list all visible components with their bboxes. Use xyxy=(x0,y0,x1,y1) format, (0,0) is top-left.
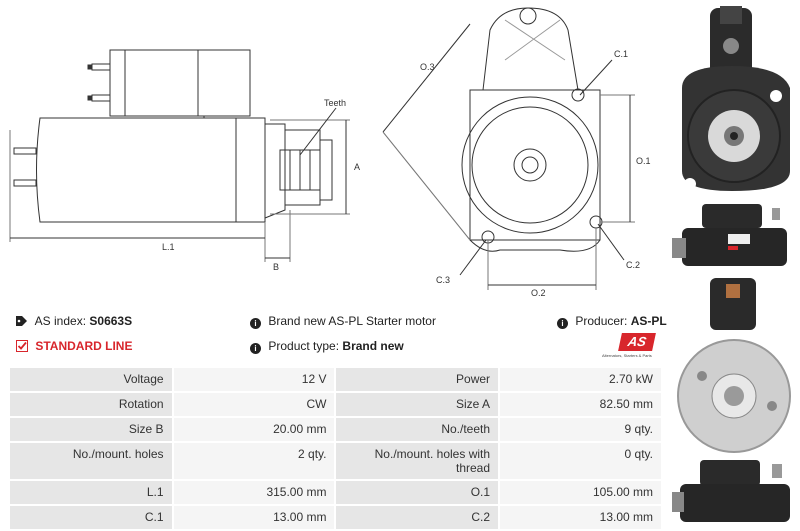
dim-o2-label: O.2 xyxy=(531,288,546,298)
product-type-value: Brand new xyxy=(342,339,404,353)
product-type-label: Product type: xyxy=(268,339,340,353)
spec-label: Power xyxy=(336,368,499,391)
product-photo-top xyxy=(672,460,790,522)
spec-value: 12 V xyxy=(173,368,335,391)
spec-label: No./teeth xyxy=(336,418,499,441)
dim-c3-label: C.3 xyxy=(436,275,450,285)
spec-label: Size B xyxy=(10,418,172,441)
standard-line: STANDARD LINE xyxy=(16,339,132,353)
spec-label: Voltage xyxy=(10,368,172,391)
spec-label: C.1 xyxy=(10,506,172,529)
spec-value: CW xyxy=(173,393,335,416)
spec-value: 9 qty. xyxy=(500,418,661,441)
dim-b-label: B xyxy=(273,262,279,272)
dim-c2-label: C.2 xyxy=(626,260,640,270)
info-icon: i xyxy=(250,318,261,329)
dim-l1-label: L.1 xyxy=(162,242,175,252)
spec-value: 0 qty. xyxy=(500,443,661,479)
hole-c1 xyxy=(571,88,585,102)
dim-o1-label: O.1 xyxy=(636,156,651,166)
spec-value: 315.00 mm xyxy=(173,481,335,504)
producer-value: AS-PL xyxy=(630,314,667,328)
info-icon: i xyxy=(250,343,261,354)
dim-a-label: A xyxy=(354,162,360,172)
spec-value: 13.00 mm xyxy=(500,506,661,529)
spec-label: Size A xyxy=(336,393,499,416)
teeth-label: Teeth xyxy=(324,98,346,108)
tag-icon xyxy=(16,315,28,326)
spec-value: 2.70 kW xyxy=(500,368,661,391)
as-index-label: AS index: xyxy=(34,314,87,328)
product-type: i Product type: Brand new xyxy=(250,339,404,354)
brand-new-text: Brand new AS-PL Starter motor xyxy=(268,314,436,328)
spec-value: 2 qty. xyxy=(173,443,335,479)
spec-value: 105.00 mm xyxy=(500,481,661,504)
product-photo-side xyxy=(672,204,787,266)
logo-tagline: Alternators, Starters & Parts xyxy=(602,353,652,358)
front-housing-circle xyxy=(461,96,599,234)
info-icon: i xyxy=(557,318,568,329)
product-photo-rear xyxy=(677,278,791,453)
spec-label: Rotation xyxy=(10,393,172,416)
producer: i Producer: AS-PL xyxy=(557,314,667,329)
as-pl-logo: AS Alternators, Starters & Parts xyxy=(602,333,662,363)
solenoid-outline xyxy=(109,49,251,117)
spec-value: 82.50 mm xyxy=(500,393,661,416)
technical-drawings: Teeth A L.1 B O.3 C.1 O.1 C.3 C.2 O.2 xyxy=(9,7,651,298)
spec-value: 20.00 mm xyxy=(173,418,335,441)
dim-o3-label: O.3 xyxy=(420,62,435,72)
spec-label: C.2 xyxy=(336,506,499,529)
producer-label: Producer: xyxy=(575,314,628,328)
spec-label: No./mount. holes xyxy=(10,443,172,479)
as-index: AS index: S0663S xyxy=(16,314,132,328)
logo-mark: AS xyxy=(618,333,656,351)
as-index-value: S0663S xyxy=(89,314,133,328)
motor-body-outline xyxy=(36,117,266,223)
product-photo-front xyxy=(682,6,790,191)
spec-label: L.1 xyxy=(10,481,172,504)
spec-label: No./mount. holes with thread xyxy=(336,443,499,479)
standard-line-label: STANDARD LINE xyxy=(35,339,133,353)
flange-top xyxy=(482,7,579,91)
spec-label: O.1 xyxy=(336,481,499,504)
checkbox-icon xyxy=(16,340,28,352)
spec-value: 13.00 mm xyxy=(173,506,335,529)
brand-new-info: i Brand new AS-PL Starter motor xyxy=(250,314,436,329)
dim-c1-label: C.1 xyxy=(614,49,628,59)
